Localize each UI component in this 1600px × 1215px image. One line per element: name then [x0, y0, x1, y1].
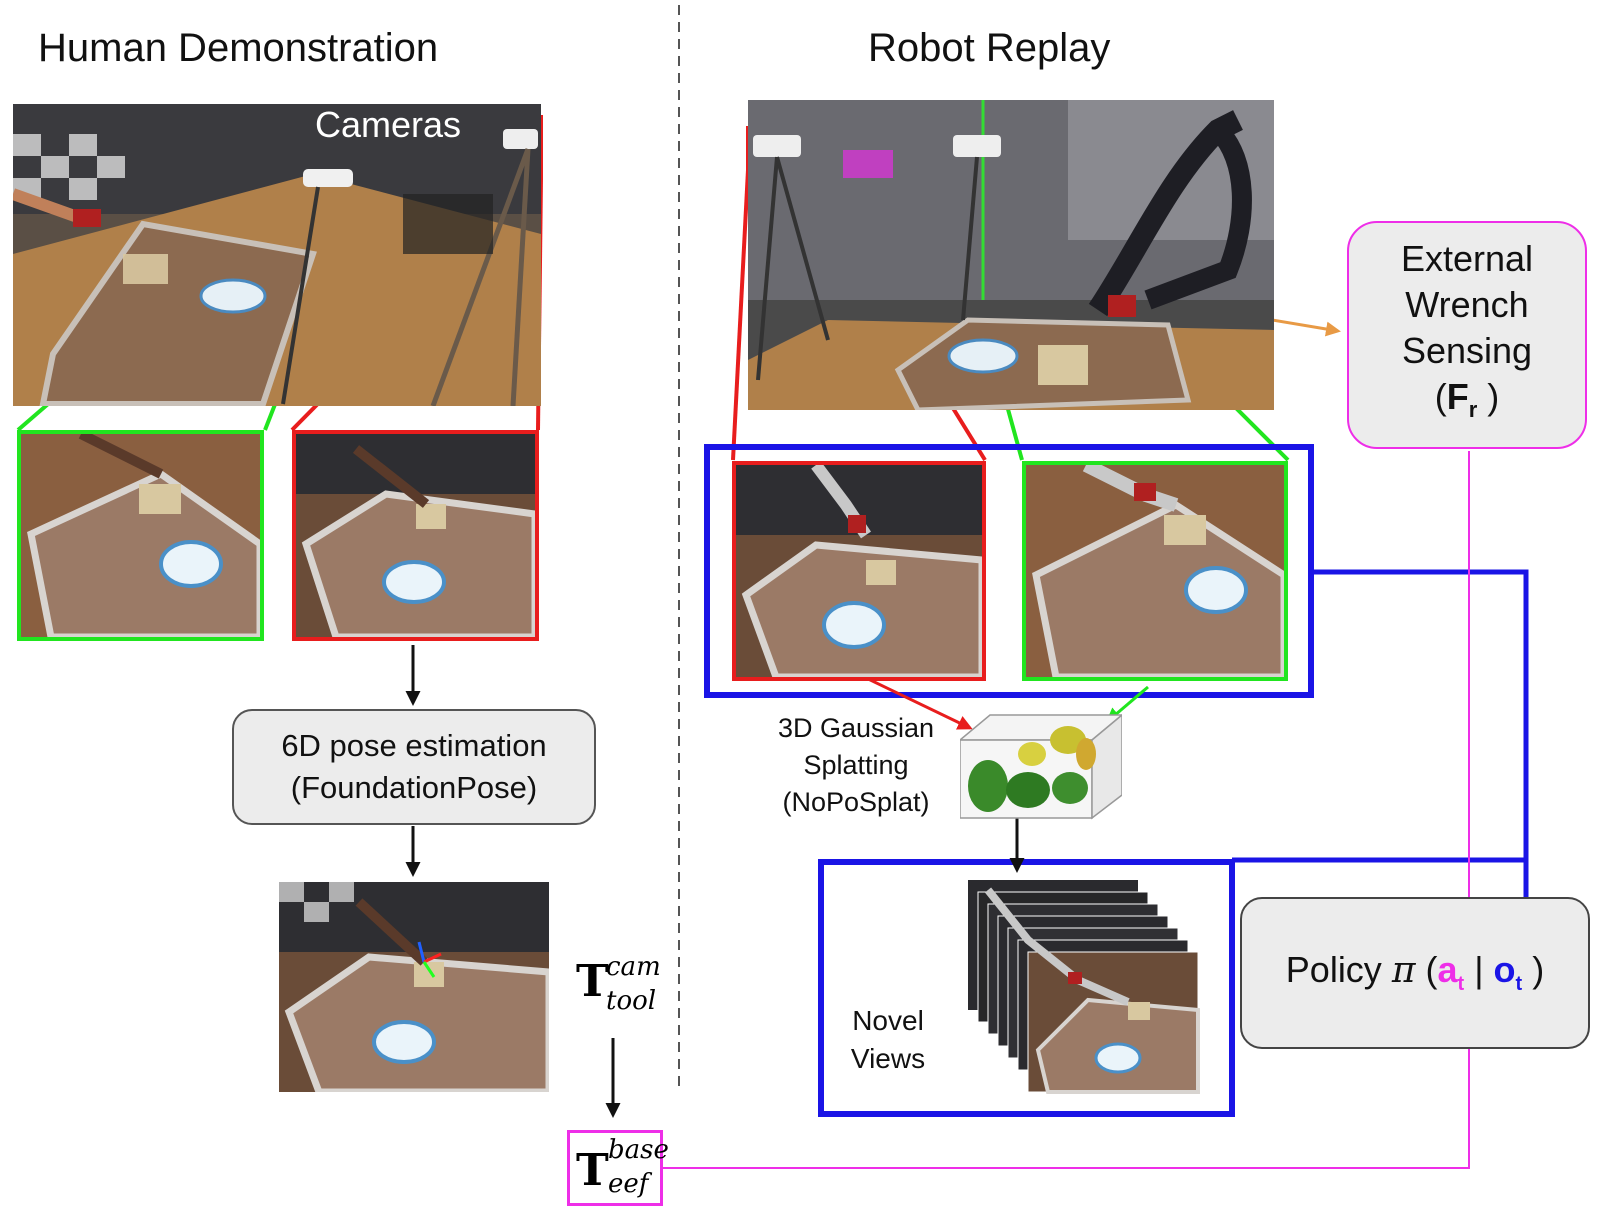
novel-views-line1: Novel: [852, 1005, 924, 1036]
action-symbol: a: [1437, 949, 1458, 991]
gaussian-splatting-line2: Splatting: [803, 750, 909, 780]
transform-base-eef-box: T base eef: [567, 1130, 669, 1206]
heading-human-demonstration: Human Demonstration: [38, 26, 439, 70]
gaussian-splatting-line3: (NoPoSplat): [782, 787, 930, 817]
policy-pi: π: [1391, 950, 1416, 992]
wrench-force-symbol: (Fr ): [1434, 376, 1500, 423]
policy-box: Policy π (at | ot ): [1240, 897, 1590, 1049]
green-camera-view-robot: [1022, 461, 1288, 681]
transform-cam-tool: T cam tool: [576, 952, 661, 1026]
transform-base-eef-subscript: eef: [608, 1169, 649, 1199]
transform-cam-tool-symbol: T: [576, 956, 609, 1007]
external-wrench-sensing-box: External Wrench Sensing (Fr ): [1347, 221, 1587, 449]
pose-estimation-box: 6D pose estimation (FoundationPose): [232, 709, 596, 825]
novel-view-frames: [968, 880, 1200, 1094]
transform-cam-tool-subscript: tool: [606, 986, 657, 1016]
transform-base-eef-superscript: base: [608, 1135, 669, 1165]
cameras-label: Cameras: [315, 104, 462, 145]
novel-views-label: Novel Views: [838, 1002, 938, 1078]
gaussian-splat-icon: [960, 710, 1122, 822]
wrench-line1: External: [1400, 238, 1534, 280]
red-camera-view-robot: [732, 461, 986, 681]
gaussian-splatting-line1: 3D Gaussian: [777, 713, 935, 743]
novel-views-frame: [818, 859, 1235, 1117]
transform-cam-tool-superscript: cam: [606, 952, 661, 982]
green-camera-view-human: [17, 430, 264, 641]
novel-views-line2: Views: [850, 1043, 926, 1074]
policy-expression: Policy π (at | ot ): [1285, 949, 1545, 996]
pose-estimation-method: (FoundationPose): [290, 770, 538, 805]
observation-subscript: t: [1515, 973, 1523, 996]
pose-estimation-result-photo: [279, 882, 549, 1092]
transform-base-eef-symbol: T: [576, 1145, 609, 1196]
force-F: F: [1446, 376, 1469, 418]
gaussian-splatting-label: 3D Gaussian Splatting (NoPoSplat): [744, 710, 968, 821]
red-camera-view-human: [292, 430, 539, 641]
human-demo-scene-photo: [13, 104, 541, 406]
wrench-line2: Wrench: [1405, 284, 1529, 326]
pose-estimation-title: 6D pose estimation: [281, 728, 547, 763]
robot-replay-scene-photo: [748, 100, 1274, 410]
wrench-line3: Sensing: [1401, 330, 1533, 372]
observation-symbol: o: [1493, 949, 1516, 991]
action-subscript: t: [1457, 973, 1465, 996]
novel-views-stack: [968, 880, 1208, 1105]
force-subscript: r: [1468, 397, 1478, 423]
heading-robot-replay: Robot Replay: [868, 26, 1111, 70]
